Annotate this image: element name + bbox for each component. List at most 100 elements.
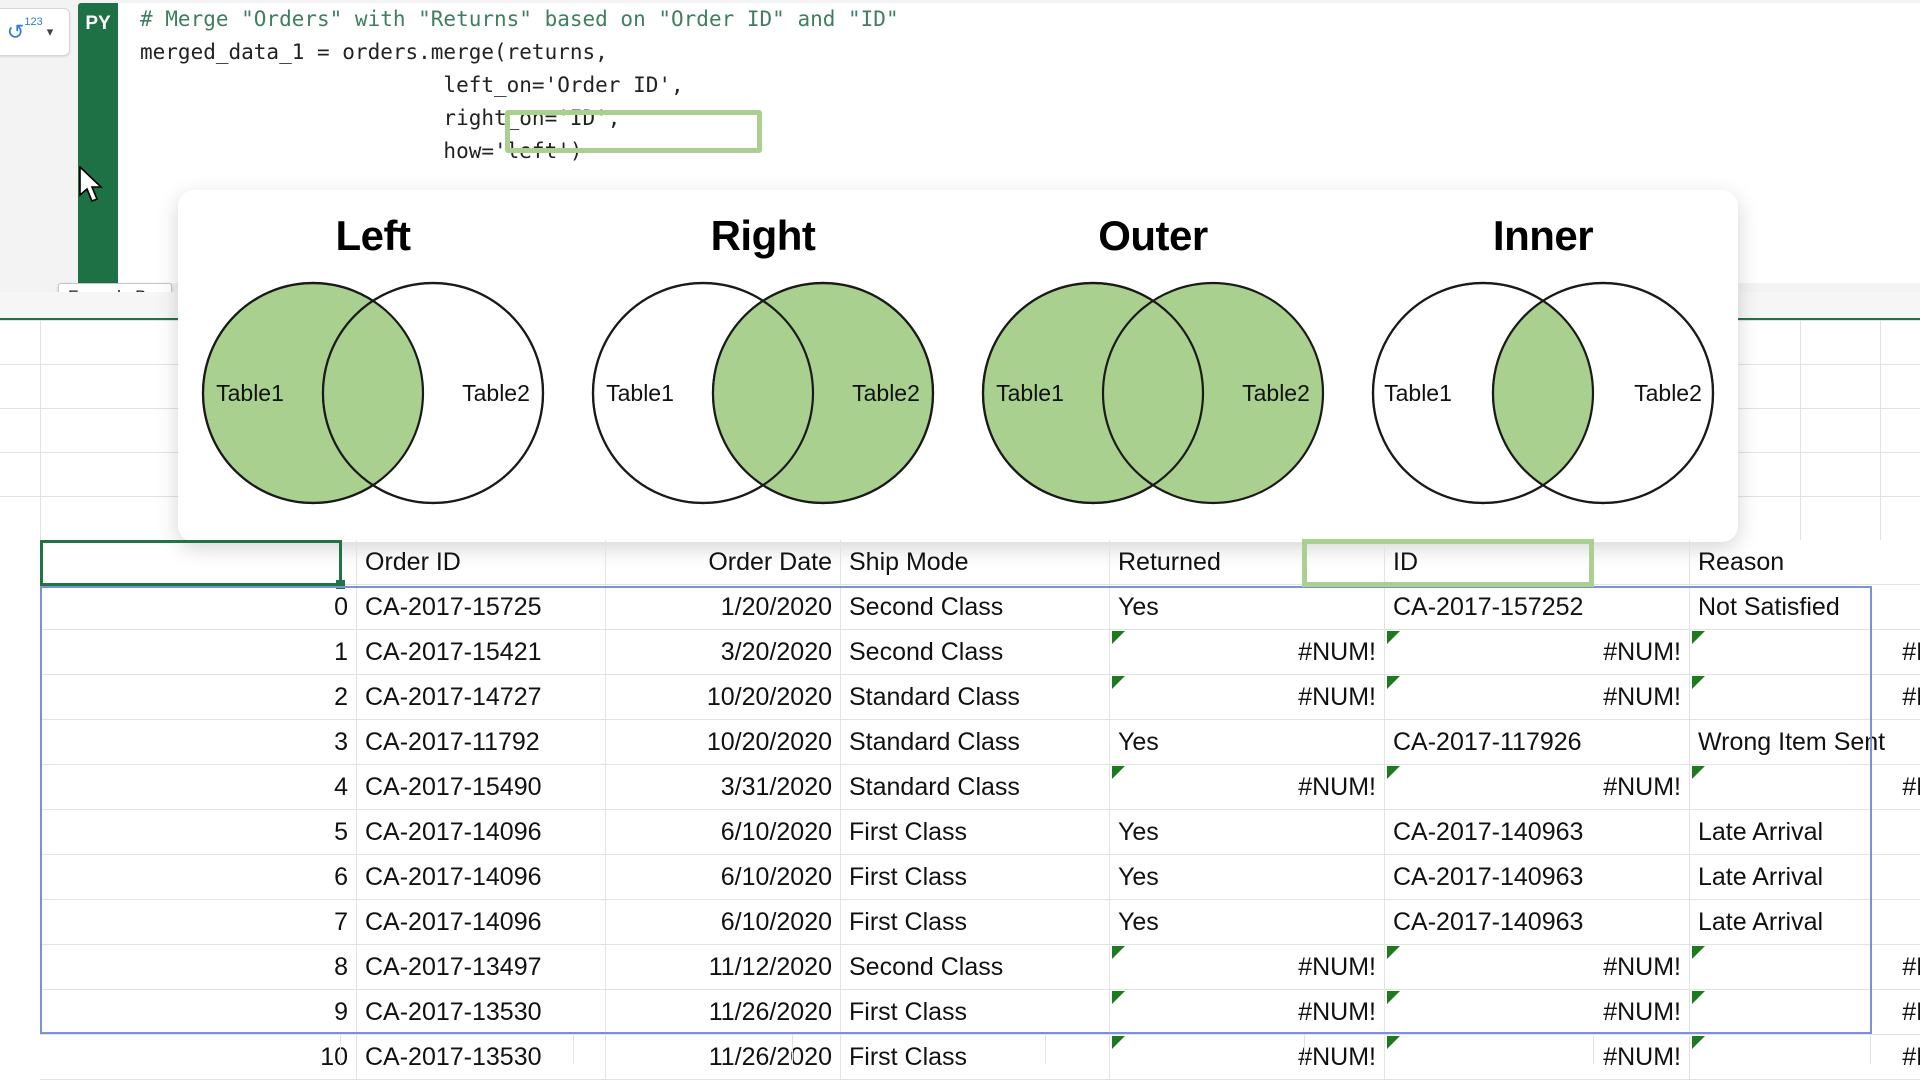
cell-order-id[interactable]: CA-2017-15421 bbox=[356, 629, 606, 675]
cell-reason[interactable]: Wrong Item Sent bbox=[1689, 719, 1920, 765]
cell-order-id[interactable]: CA-2017-13530 bbox=[356, 1034, 606, 1080]
cell-index[interactable]: 0 bbox=[40, 584, 357, 630]
cell-reason[interactable]: #NUM! bbox=[1689, 989, 1920, 1035]
cell-id[interactable]: #NUM! bbox=[1384, 989, 1690, 1035]
cell-reason[interactable]: #NUM! bbox=[1689, 674, 1920, 720]
cell-order-id[interactable]: CA-2017-15490 bbox=[356, 764, 606, 810]
cell-reason[interactable]: Not Satisfied bbox=[1689, 584, 1920, 630]
column-header-ship-mode[interactable]: Ship Mode bbox=[840, 540, 1110, 585]
cell-ship-mode[interactable]: First Class bbox=[840, 989, 1110, 1035]
cell-id[interactable]: #NUM! bbox=[1384, 1034, 1690, 1080]
cell-reason[interactable]: #NUM! bbox=[1689, 629, 1920, 675]
cell-returned[interactable]: Yes bbox=[1109, 584, 1385, 630]
cell-ship-mode[interactable]: Standard Class bbox=[840, 719, 1110, 765]
cell-index[interactable]: 7 bbox=[40, 899, 357, 945]
column-header-order-date[interactable]: Order Date bbox=[605, 540, 841, 585]
cell-returned[interactable]: Yes bbox=[1109, 854, 1385, 900]
cell-ship-mode[interactable]: Standard Class bbox=[840, 764, 1110, 810]
cell-order-date[interactable]: 3/20/2020 bbox=[605, 629, 841, 675]
cell-returned[interactable]: #NUM! bbox=[1109, 764, 1385, 810]
column-header-reason[interactable]: Reason bbox=[1689, 540, 1920, 585]
chevron-down-icon[interactable]: ▾ bbox=[46, 24, 54, 39]
cell-index[interactable]: 9 bbox=[40, 989, 357, 1035]
cell-reason[interactable]: #NUM! bbox=[1689, 944, 1920, 990]
cell-id[interactable]: #NUM! bbox=[1384, 764, 1690, 810]
cell-id[interactable]: #NUM! bbox=[1384, 944, 1690, 990]
column-header-id[interactable]: ID bbox=[1384, 540, 1690, 585]
cell-returned[interactable]: #NUM! bbox=[1109, 989, 1385, 1035]
cell-reason[interactable]: #NUM! bbox=[1689, 764, 1920, 810]
cell-order-id[interactable]: CA-2017-15725 bbox=[356, 584, 606, 630]
cell-order-id[interactable]: CA-2017-13497 bbox=[356, 944, 606, 990]
cell-ship-mode[interactable]: First Class bbox=[840, 809, 1110, 855]
cell-order-id[interactable]: CA-2017-13530 bbox=[356, 989, 606, 1035]
cell-index[interactable]: 2 bbox=[40, 674, 357, 720]
cell-ship-mode[interactable]: First Class bbox=[840, 899, 1110, 945]
cell-id[interactable]: #NUM! bbox=[1384, 674, 1690, 720]
cell-order-date[interactable]: 1/20/2020 bbox=[605, 584, 841, 630]
cell-id[interactable]: CA-2017-140963 bbox=[1384, 899, 1690, 945]
cell-ship-mode[interactable]: Standard Class bbox=[840, 674, 1110, 720]
cell-order-id[interactable]: CA-2017-14727 bbox=[356, 674, 606, 720]
result-spreadsheet[interactable]: Order ID Order Date Ship Mode Returned I… bbox=[40, 539, 1920, 1080]
cell-reason[interactable]: Late Arrival bbox=[1689, 809, 1920, 855]
cell-order-date[interactable]: 10/20/2020 bbox=[605, 674, 841, 720]
cell-order-id[interactable]: CA-2017-11792 bbox=[356, 719, 606, 765]
cell-order-id[interactable]: CA-2017-14096 bbox=[356, 899, 606, 945]
cell-order-date[interactable]: 11/26/2020 bbox=[605, 989, 841, 1035]
cell-reason[interactable]: #NUM! bbox=[1689, 1034, 1920, 1080]
cell-id[interactable]: CA-2017-117926 bbox=[1384, 719, 1690, 765]
cell-order-date[interactable]: 3/31/2020 bbox=[605, 764, 841, 810]
cell-reason[interactable]: Late Arrival bbox=[1689, 899, 1920, 945]
cell-order-id[interactable]: CA-2017-14096 bbox=[356, 809, 606, 855]
cell-index[interactable]: 4 bbox=[40, 764, 357, 810]
column-header-returned[interactable]: Returned bbox=[1109, 540, 1385, 585]
fill-handle[interactable] bbox=[336, 580, 345, 589]
cell-returned[interactable]: Yes bbox=[1109, 719, 1385, 765]
cell-index[interactable]: 8 bbox=[40, 944, 357, 990]
cell-index[interactable]: 1 bbox=[40, 629, 357, 675]
cell-id[interactable]: CA-2017-140963 bbox=[1384, 809, 1690, 855]
column-header-index[interactable] bbox=[40, 540, 357, 585]
cell-order-date[interactable]: 6/10/2020 bbox=[605, 899, 841, 945]
cell-ship-mode[interactable]: First Class bbox=[840, 1034, 1110, 1080]
cell-returned[interactable]: Yes bbox=[1109, 809, 1385, 855]
cell-returned[interactable]: #NUM! bbox=[1109, 629, 1385, 675]
cell-index[interactable]: 10 bbox=[40, 1034, 357, 1080]
cell-order-date[interactable]: 11/12/2020 bbox=[605, 944, 841, 990]
cell-ship-mode[interactable]: Second Class bbox=[840, 629, 1110, 675]
cell-order-date[interactable]: 6/10/2020 bbox=[605, 809, 841, 855]
cell-id[interactable]: #NUM! bbox=[1384, 629, 1690, 675]
cell-id[interactable]: CA-2017-157252 bbox=[1384, 584, 1690, 630]
cell-ship-mode[interactable]: First Class bbox=[840, 854, 1110, 900]
cell-index[interactable]: 5 bbox=[40, 809, 357, 855]
cell-index[interactable]: 3 bbox=[40, 719, 357, 765]
cell-returned[interactable]: #NUM! bbox=[1109, 674, 1385, 720]
column-header-order-id[interactable]: Order ID bbox=[356, 540, 606, 585]
cell-reason[interactable]: Late Arrival bbox=[1689, 854, 1920, 900]
cell-ship-mode[interactable]: Second Class bbox=[840, 944, 1110, 990]
cell-returned[interactable]: #NUM! bbox=[1109, 944, 1385, 990]
cell-index[interactable]: 6 bbox=[40, 854, 357, 900]
cell-id[interactable]: CA-2017-140963 bbox=[1384, 854, 1690, 900]
cell-ship-mode[interactable]: Second Class bbox=[840, 584, 1110, 630]
cell-returned[interactable]: Yes bbox=[1109, 899, 1385, 945]
cell-order-date[interactable]: 10/20/2020 bbox=[605, 719, 841, 765]
name-box[interactable]: ↺123 ▾ bbox=[0, 8, 70, 56]
cell-order-id[interactable]: CA-2017-14096 bbox=[356, 854, 606, 900]
cell-order-date[interactable]: 11/26/2020 bbox=[605, 1034, 841, 1080]
error-flag-icon bbox=[1112, 991, 1125, 1004]
cell-returned[interactable]: #NUM! bbox=[1109, 1034, 1385, 1080]
cell-order-date[interactable]: 6/10/2020 bbox=[605, 854, 841, 900]
